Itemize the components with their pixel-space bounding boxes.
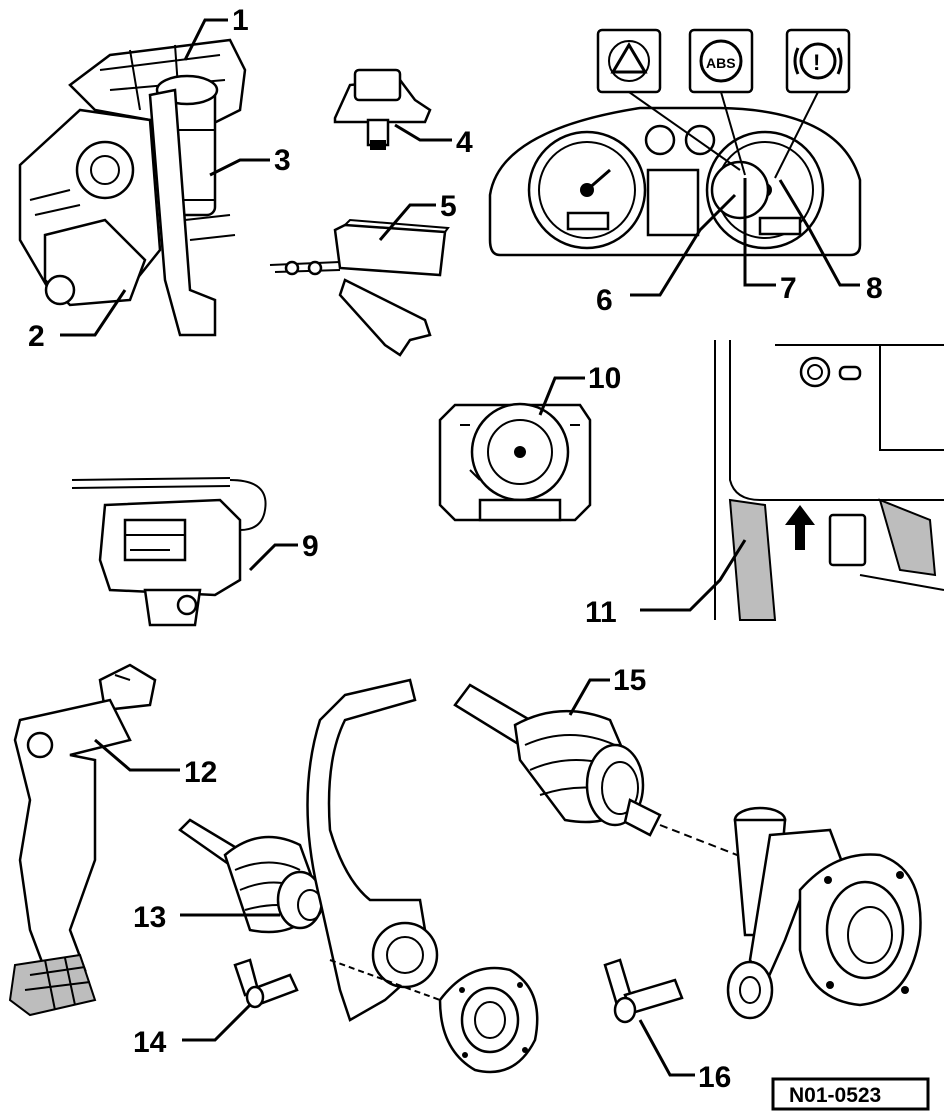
bolt-left — [233, 958, 299, 1009]
callout-5: 5 — [378, 190, 457, 241]
callout-8-label: 8 — [866, 272, 883, 305]
brake-lamp-text: ! — [813, 50, 820, 75]
callout-4: 4 — [394, 123, 473, 159]
callout-1: 1 — [183, 4, 249, 61]
callout-7: 7 — [743, 178, 797, 305]
drive-shaft-left — [178, 818, 324, 934]
hazard-warning-lamp — [596, 28, 662, 94]
switch-part-9 — [71, 477, 267, 627]
callout-11: 11 — [585, 539, 747, 629]
callout-9-label: 9 — [302, 530, 319, 563]
callout-10: 10 — [538, 362, 621, 416]
callout-15: 15 — [568, 664, 646, 716]
callout-13: 13 — [133, 901, 280, 934]
callout-14-label: 14 — [133, 1026, 167, 1059]
instrument-cluster — [488, 106, 862, 257]
drive-shaft-right — [453, 683, 751, 861]
callout-14: 14 — [133, 1003, 252, 1059]
callout-6: 6 — [596, 193, 737, 317]
lamp-leader-lines — [628, 91, 819, 179]
steering-knuckle-left — [306, 678, 439, 1022]
callout-16-label: 16 — [698, 1061, 731, 1094]
reference-box: N01-0523 — [771, 1077, 930, 1111]
callout-3-label: 3 — [274, 144, 291, 177]
callout-8: 8 — [778, 179, 883, 305]
sender-part-5 — [269, 218, 450, 357]
callout-2: 2 — [28, 289, 127, 353]
brake-warning-lamp: ! — [785, 28, 851, 94]
pedal-part-12 — [8, 663, 157, 1017]
callout-10-label: 10 — [588, 362, 621, 395]
callout-1-label: 1 — [232, 4, 249, 37]
callout-9: 9 — [248, 530, 319, 572]
dash-panel-part-11 — [714, 340, 944, 621]
strut-and-hub-right — [726, 806, 922, 1020]
callout-11-label: 11 — [585, 596, 617, 629]
wheel-hub-left — [329, 959, 539, 1074]
callout-12-label: 12 — [184, 756, 217, 789]
callout-2-label: 2 — [28, 320, 45, 353]
callout-7-label: 7 — [780, 272, 797, 305]
callout-13-label: 13 — [133, 901, 166, 934]
callout-6-label: 6 — [596, 284, 613, 317]
callout-4-label: 4 — [456, 126, 473, 159]
callout-5-label: 5 — [440, 190, 457, 223]
callout-3: 3 — [209, 144, 291, 177]
abs-lamp-text: ABS — [706, 55, 736, 71]
abs-warning-lamp: ABS — [688, 28, 754, 94]
callout-12: 12 — [94, 738, 217, 789]
callout-16: 16 — [638, 1019, 731, 1094]
bolt-right — [603, 958, 684, 1024]
reference-number: N01-0523 — [789, 1084, 881, 1107]
callout-15-label: 15 — [613, 664, 646, 697]
sensor-part-4 — [333, 68, 432, 150]
hydraulic-unit-assembly — [18, 38, 247, 337]
slip-ring-part-10 — [438, 402, 592, 522]
